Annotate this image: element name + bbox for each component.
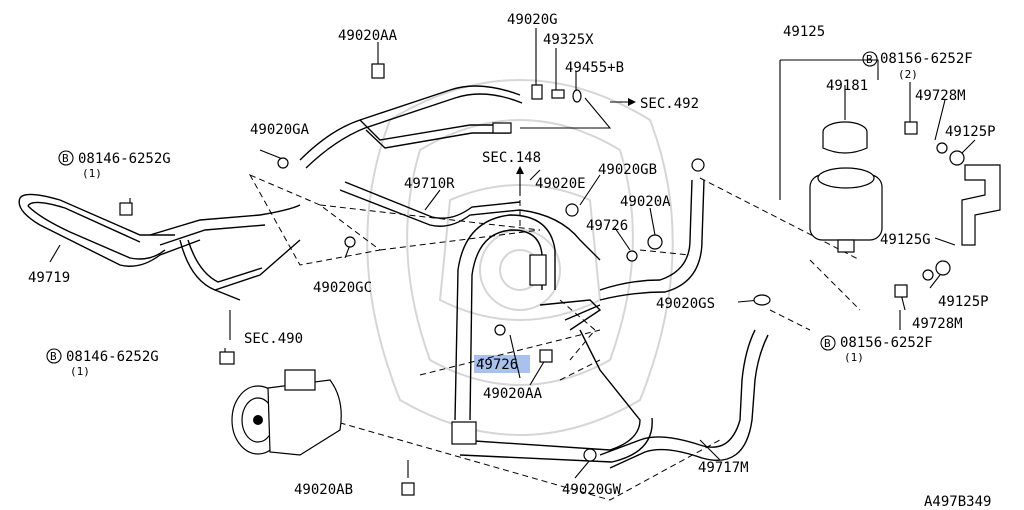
fitting-icon [531, 84, 543, 100]
label-49726-top[interactable]: 49726 [586, 218, 628, 234]
bolt-icon [401, 482, 415, 496]
grommet-icon [935, 260, 951, 276]
label-08146-top[interactable]: 08146-6252G [78, 151, 171, 167]
label-49726-selected[interactable]: 49726 [476, 357, 518, 373]
label-49125[interactable]: 49125 [783, 24, 825, 40]
fitting-icon [492, 122, 512, 134]
bolt-circle-icon [58, 150, 74, 166]
bolt-icon [119, 202, 133, 216]
label-08146-bot-qty: (1) [70, 365, 90, 378]
bolt-circle-icon [820, 335, 836, 351]
bolt-marker-letter: B [866, 53, 873, 66]
o-ring-icon [572, 89, 582, 103]
label-49020GS[interactable]: 49020GS [656, 296, 715, 312]
bolt-icon [371, 63, 385, 79]
fitting-icon [529, 254, 547, 286]
grommet-icon [949, 150, 965, 166]
label-49020GA[interactable]: 49020GA [250, 122, 310, 138]
label-08146-bot[interactable]: 08146-6252G [66, 349, 159, 365]
label-49125P-top[interactable]: 49125P [945, 124, 996, 140]
watermark-emblem [366, 79, 674, 436]
label-49719[interactable]: 49719 [28, 270, 70, 286]
label-49020E[interactable]: 49020E [535, 176, 586, 192]
label-sec492[interactable]: SEC.492 [640, 96, 699, 112]
power-steering-pump [231, 369, 342, 456]
label-49020GW[interactable]: 49020GW [562, 482, 622, 498]
clamps [277, 84, 965, 462]
bolt-icon [539, 349, 553, 363]
bolt-markers: B B B B [46, 51, 878, 364]
leader-lines [49, 28, 976, 479]
label-49325X[interactable]: 49325X [543, 32, 594, 48]
bolt-marker-letter: B [62, 152, 69, 165]
fitting-icon [647, 234, 663, 250]
label-08156-top-qty: (2) [898, 68, 918, 81]
parts [119, 63, 1001, 496]
label-49455B[interactable]: 49455+B [565, 60, 624, 76]
hoses-pipes [18, 85, 769, 469]
arrow-right-icon [628, 98, 636, 106]
clamp-icon [565, 203, 579, 217]
bolt-icon [894, 284, 908, 298]
washer-icon [922, 269, 934, 281]
label-49728M-top[interactable]: 49728M [915, 88, 966, 104]
clamp-icon [691, 158, 705, 172]
washer-icon [626, 250, 638, 262]
washer-icon [936, 142, 948, 154]
bolt-marker-letter: B [50, 350, 57, 363]
label-49728M-bot[interactable]: 49728M [912, 316, 963, 332]
label-sec490[interactable]: SEC.490 [244, 331, 303, 347]
label-49020AA-bot[interactable]: 49020AA [483, 386, 543, 402]
label-08156-top[interactable]: 08156-6252F [880, 51, 973, 67]
clamp-icon [583, 448, 597, 462]
dashed-leader-lines [248, 173, 861, 501]
washer-icon [494, 324, 506, 336]
label-49710R[interactable]: 49710R [404, 176, 455, 192]
label-08156-bot[interactable]: 08156-6252F [840, 335, 933, 351]
reservoir-neck [817, 167, 875, 189]
bolt-icon [904, 121, 918, 135]
bolt-marker-letter: B [824, 337, 831, 350]
bolt-icon [219, 351, 235, 365]
label-49181[interactable]: 49181 [826, 78, 868, 94]
clamp-icon [277, 157, 289, 169]
label-49125P-bot[interactable]: 49125P [938, 294, 989, 310]
part-labels: 49020AA 49020G 49325X 49455+B SEC.492 49… [28, 12, 996, 510]
reservoir-outlet [837, 239, 855, 253]
label-sec148[interactable]: SEC.148 [482, 150, 541, 166]
clamp-icon [344, 236, 356, 248]
label-49717M[interactable]: 49717M [698, 460, 749, 476]
fitting-icon [551, 89, 565, 99]
label-49125G[interactable]: 49125G [880, 232, 931, 248]
bolt-circle-icon [862, 51, 878, 67]
section-arrows [516, 98, 636, 195]
label-49020GC[interactable]: 49020GC [313, 280, 372, 296]
label-49020A[interactable]: 49020A [620, 194, 671, 210]
bolt-circle-icon [46, 348, 62, 364]
arrow-up-icon [516, 166, 524, 174]
fitting-icon [451, 421, 477, 445]
label-49020GB[interactable]: 49020GB [598, 162, 657, 178]
label-08146-top-qty: (1) [82, 167, 102, 180]
reservoir-bracket [961, 164, 1001, 246]
bolts [119, 63, 918, 496]
label-49020AB[interactable]: 49020AB [294, 482, 353, 498]
drawing-number: A497B349 [924, 494, 991, 510]
clamp-icon [753, 294, 771, 306]
label-08156-bot-qty: (1) [844, 351, 864, 364]
label-49020G[interactable]: 49020G [507, 12, 558, 28]
label-49020AA-top[interactable]: 49020AA [338, 28, 398, 44]
